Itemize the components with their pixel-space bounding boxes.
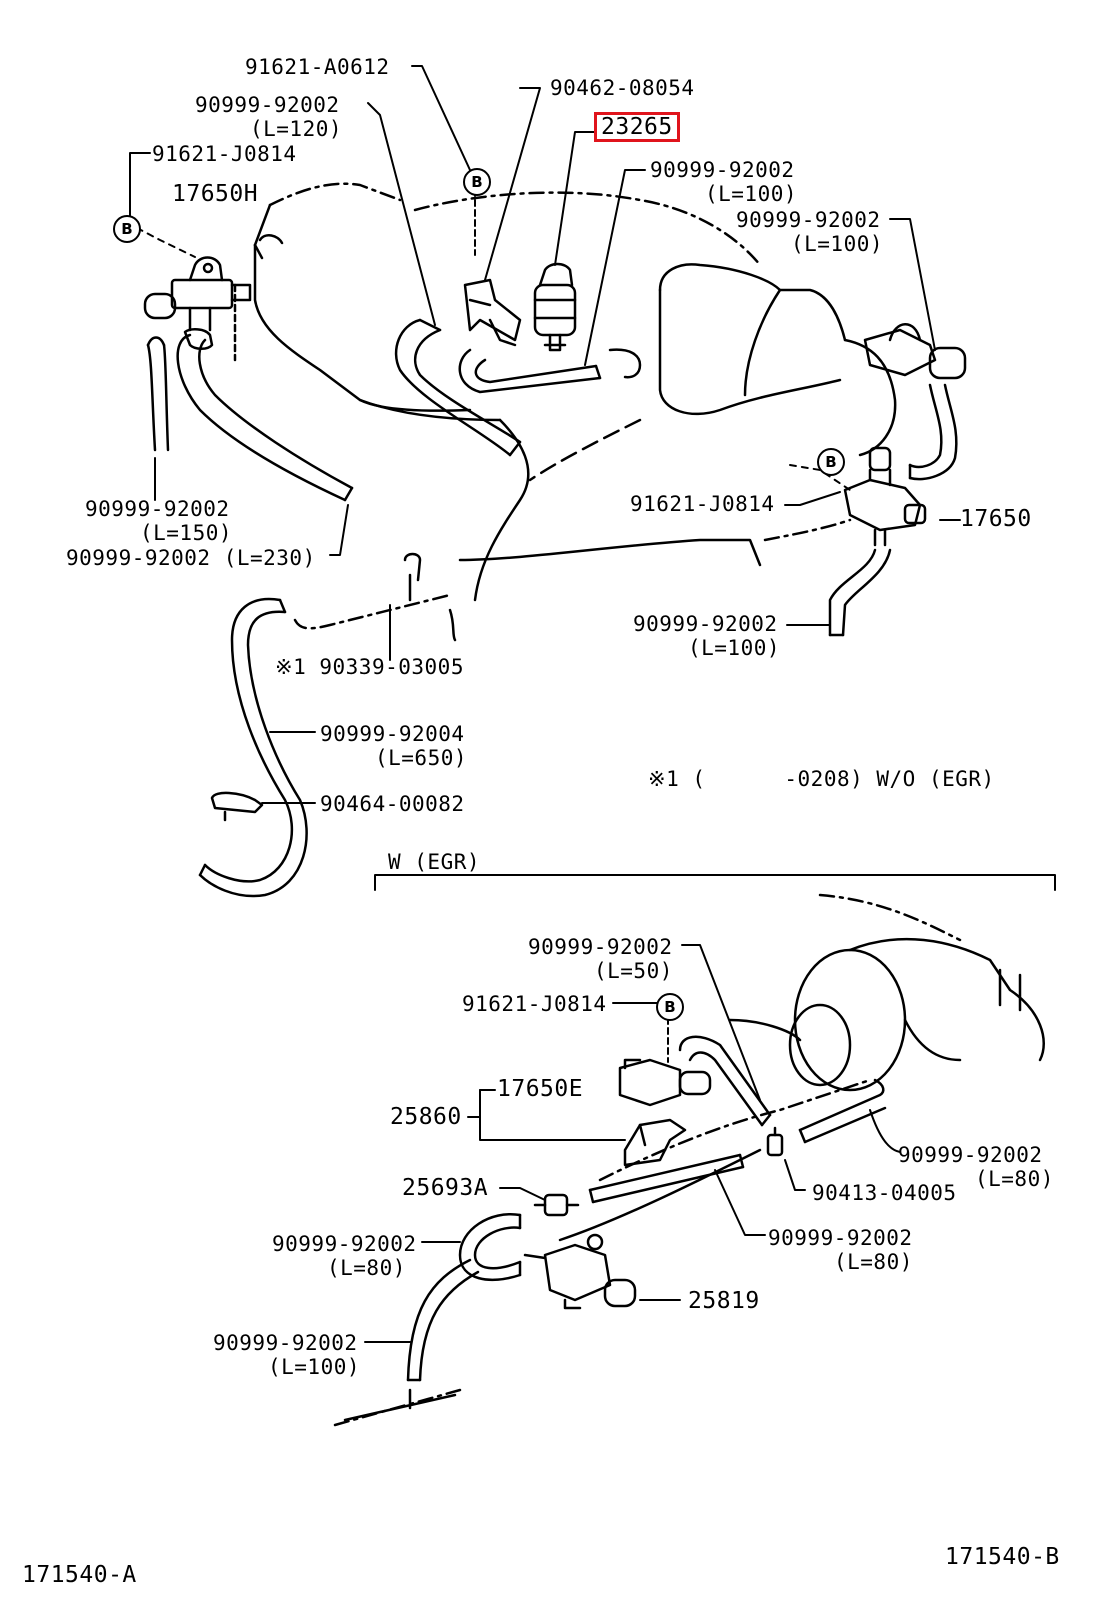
part-number: 90999-92004 <box>320 722 465 746</box>
length: (L=120) <box>250 117 343 141</box>
length: (L=150) <box>140 521 233 545</box>
length: (L=80) <box>975 1167 1054 1191</box>
label-17650h: 17650H <box>172 181 259 207</box>
label-91621-j0814-b: 91621-J0814 <box>630 492 775 516</box>
bracket-90339 <box>293 552 452 630</box>
label-90462-08054: 90462-08054 <box>550 76 695 100</box>
length: (L=100) <box>268 1355 361 1379</box>
part-number: 90999-92002 <box>85 497 230 521</box>
hose-l100-c <box>828 548 892 637</box>
label-25819: 25819 <box>688 1288 760 1314</box>
part-number: 90999-92002 <box>650 158 795 182</box>
filter-25693a <box>533 1193 580 1217</box>
callout-b: B <box>463 168 491 196</box>
hose-l50 <box>678 1035 772 1127</box>
label-90999-92002-l80-c: 90999-92002 (L=80) <box>272 1232 417 1280</box>
label-90999-92002-l120: 90999-92002 (L=120) <box>195 93 342 141</box>
part-number: 90999-92002 <box>633 612 778 636</box>
hose-l230 <box>176 328 354 502</box>
length: (L=100) <box>791 232 884 256</box>
vsv-17650e <box>618 1058 712 1107</box>
callout-b: B <box>113 215 141 243</box>
length: (L=50) <box>594 959 673 983</box>
bracket-25860 <box>623 1118 687 1167</box>
label-91621-a0612: 91621-A0612 <box>245 55 390 79</box>
label-90999-92002-l50: 90999-92002 (L=50) <box>528 935 673 983</box>
label-90999-92002-l150: 90999-92002 (L=150) <box>85 497 232 545</box>
part-number: 90999-92002 <box>768 1226 913 1250</box>
section-title-egr: W (EGR) <box>388 850 481 874</box>
length: (L=80) <box>327 1256 406 1280</box>
vsv-upper-right <box>863 323 967 380</box>
label-90339-03005: ※1 90339-03005 <box>275 655 464 679</box>
clip-90464 <box>210 791 264 822</box>
callout-b: B <box>817 448 845 476</box>
label-91621-j0814-a: 91621-J0814 <box>152 142 297 166</box>
bracket-90462 <box>463 278 522 347</box>
vacuum-filter-23265 <box>533 262 577 352</box>
label-90999-92002-l80-a: 90999-92002 (L=80) <box>898 1143 1054 1191</box>
hose-l80-mid <box>588 1153 745 1204</box>
hose-l150 <box>146 336 170 452</box>
label-90999-92002-l100-c: 90999-92002 (L=100) <box>633 612 780 660</box>
figure-ref-a: 171540-A <box>22 1562 137 1588</box>
label-25860: 25860 <box>390 1104 462 1130</box>
length: (L=80) <box>834 1250 913 1274</box>
footnote-1: ※1 ( -0208) W/O (EGR) <box>648 767 995 791</box>
figure-ref-b: 171540-B <box>945 1544 1060 1570</box>
label-90999-92002-l100-d: 90999-92002 (L=100) <box>213 1331 360 1379</box>
vsv-25819 <box>523 1233 637 1310</box>
part-number: 90999-92002 <box>528 935 673 959</box>
label-90999-92002-l100-a: 90999-92002 (L=100) <box>650 158 797 206</box>
label-23265-highlighted[interactable]: 23265 <box>594 112 680 142</box>
hose-l650 <box>198 597 308 898</box>
hose-l80-left <box>458 1212 522 1282</box>
part-number: 90999-92002 <box>272 1232 417 1256</box>
label-90999-92002-l230: 90999-92002 (L=230) <box>66 546 316 570</box>
hose-l100-a <box>458 348 602 394</box>
label-90464-00082: 90464-00082 <box>320 792 465 816</box>
label-90999-92004: 90999-92004 (L=650) <box>320 722 467 770</box>
label-90413-04005: 90413-04005 <box>812 1181 957 1205</box>
clip-bottom <box>333 1388 462 1427</box>
label-17650: 17650 <box>960 506 1032 532</box>
hose-l100-d <box>406 1258 480 1382</box>
part-number: 90999-92002 <box>213 1331 358 1355</box>
vsv-17650 <box>843 446 927 547</box>
union-90413 <box>766 1126 784 1157</box>
label-25693a: 25693A <box>402 1175 489 1201</box>
label-91621-j0814-c: 91621-J0814 <box>462 992 607 1016</box>
vsv-17650h <box>143 234 284 362</box>
label-17650e: 17650E <box>497 1076 584 1102</box>
engine-outline <box>253 182 897 642</box>
label-90999-92002-l100-b: 90999-92002 (L=100) <box>736 208 883 256</box>
part-number: 90999-92002 <box>736 208 881 232</box>
egr-valve-assembly <box>728 893 1045 1092</box>
length: (L=100) <box>705 182 798 206</box>
callout-b: B <box>656 993 684 1021</box>
hose-l100-b <box>908 383 958 481</box>
part-number: 90999-92002 <box>195 93 340 117</box>
length: (L=650) <box>375 746 468 770</box>
hose-l120 <box>394 318 522 457</box>
label-90999-92002-l80-b: 90999-92002 (L=80) <box>768 1226 913 1274</box>
length: (L=100) <box>688 636 781 660</box>
part-number: 90999-92002 <box>898 1143 1043 1167</box>
